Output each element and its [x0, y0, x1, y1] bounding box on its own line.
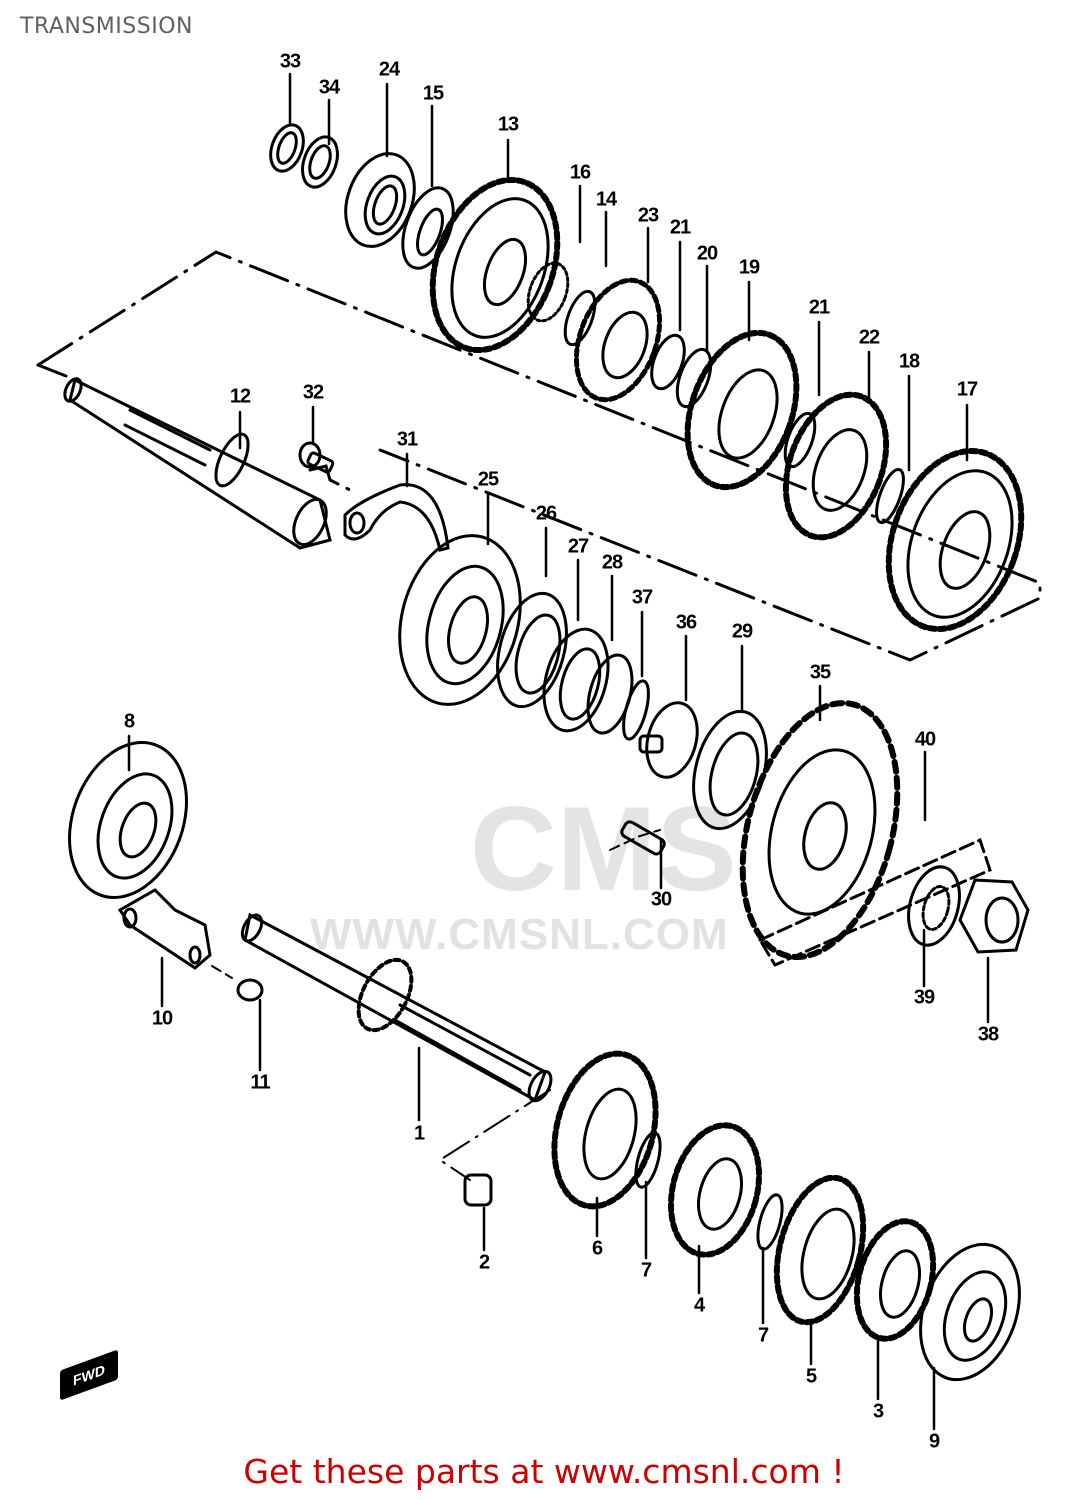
- part-35-engine-sprocket: [739, 700, 901, 960]
- callout-part-15: 15: [422, 82, 444, 105]
- part-1-driveshaft: [240, 912, 553, 1103]
- callout-part-21: 21: [808, 296, 830, 319]
- callout-part-26: 26: [535, 502, 557, 525]
- callout-part-23: 23: [637, 204, 659, 227]
- callout-part-8: 8: [123, 710, 135, 733]
- part-33-oil-seal: [269, 123, 305, 173]
- part-11-screw: [236, 978, 264, 1002]
- callout-part-22: 22: [858, 326, 880, 349]
- part-17-gear: [885, 447, 1025, 633]
- purchase-link[interactable]: Get these parts at www.cmsnl.com !: [243, 1452, 845, 1491]
- part-40-chain: [757, 837, 992, 967]
- part-16-needle-bearing: [526, 261, 570, 323]
- callout-part-27: 27: [567, 535, 589, 558]
- callout-part-40: 40: [914, 728, 936, 751]
- callout-part-21: 21: [669, 216, 691, 239]
- shaft-dashdot: [438, 1089, 551, 1181]
- part-2-bushing: [463, 1173, 493, 1207]
- callout-part-13: 13: [497, 113, 519, 136]
- callout-part-3: 3: [872, 1400, 884, 1423]
- part-18-washer: [875, 467, 905, 525]
- leader-lines: [127, 72, 990, 1431]
- callout-part-38: 38: [977, 1023, 999, 1046]
- part-24-bearing: [344, 152, 416, 248]
- part-31-bearing-retainer: [343, 483, 450, 552]
- callout-part-7: 7: [757, 1324, 769, 1347]
- part-12-countershaft: [63, 377, 332, 550]
- part-7-circlip-2: [756, 1193, 784, 1251]
- callout-part-32: 32: [302, 381, 324, 404]
- part-9-bearing: [919, 1242, 1021, 1382]
- part-7-circlip: [634, 1131, 662, 1189]
- callout-part-28: 28: [601, 551, 623, 574]
- part-20-washer: [675, 347, 713, 409]
- callout-part-20: 20: [696, 242, 718, 265]
- watermark-url: WWW.CMSNL.COM: [310, 910, 729, 959]
- callout-part-5: 5: [805, 1365, 817, 1388]
- callout-part-1: 1: [413, 1122, 425, 1145]
- callout-part-4: 4: [693, 1294, 705, 1317]
- callout-part-2: 2: [478, 1251, 490, 1274]
- callout-part-34: 34: [318, 76, 340, 99]
- callout-part-11: 11: [250, 1071, 270, 1094]
- page-title: TRANSMISSION: [20, 14, 193, 39]
- part-8-bearing: [68, 741, 188, 899]
- part-6-gear: [551, 1050, 659, 1210]
- callout-part-6: 6: [591, 1237, 603, 1260]
- callout-part-29: 29: [731, 620, 753, 643]
- callout-part-35: 35: [809, 661, 831, 684]
- callout-part-7: 7: [640, 1259, 652, 1282]
- part-27-oil-seal: [542, 627, 610, 733]
- part-34-washer: [301, 135, 339, 189]
- part-21-circlip: [650, 333, 686, 391]
- callout-part-31: 31: [396, 428, 418, 451]
- callout-part-25: 25: [477, 468, 499, 491]
- bolt-leader: [609, 829, 661, 851]
- callout-part-14: 14: [595, 188, 617, 211]
- part-30-bolt: [620, 820, 666, 856]
- part-39-lock-washer: [907, 865, 961, 947]
- part-15-washer: [401, 186, 455, 270]
- callout-part-18: 18: [898, 350, 920, 373]
- callout-part-9: 9: [928, 1430, 940, 1453]
- part-5-gear: [773, 1174, 867, 1326]
- part-19-gear: [684, 329, 800, 491]
- part-37-oring: [622, 679, 650, 741]
- part-26-spacer: [496, 591, 568, 709]
- part-36-spacer: [638, 701, 699, 779]
- part-38-nut: [958, 878, 1030, 954]
- retainer-leader: [211, 965, 233, 979]
- part-14-washer: [563, 289, 597, 347]
- part-3-gear: [853, 1218, 937, 1342]
- callout-part-24: 24: [378, 58, 400, 81]
- callout-part-33: 33: [279, 50, 301, 73]
- callout-part-17: 17: [956, 378, 978, 401]
- part-25-bearing: [398, 534, 522, 706]
- part-32-screw: [298, 441, 335, 474]
- callout-part-10: 10: [151, 1007, 173, 1030]
- part-22-gear: [782, 391, 890, 541]
- part-13-gear: [429, 176, 561, 354]
- part-23-gear: [573, 277, 663, 403]
- callout-part-16: 16: [569, 161, 591, 184]
- part-4-gear: [667, 1122, 763, 1258]
- callout-part-37: 37: [631, 586, 653, 609]
- callout-part-36: 36: [675, 611, 697, 634]
- callout-part-39: 39: [913, 986, 935, 1009]
- callout-part-30: 30: [650, 888, 672, 911]
- callout-part-12: 12: [229, 385, 251, 408]
- part-10-bearing-retainer: [117, 888, 212, 970]
- watermark-logo: CMS: [470, 782, 737, 916]
- callout-part-19: 19: [738, 256, 760, 279]
